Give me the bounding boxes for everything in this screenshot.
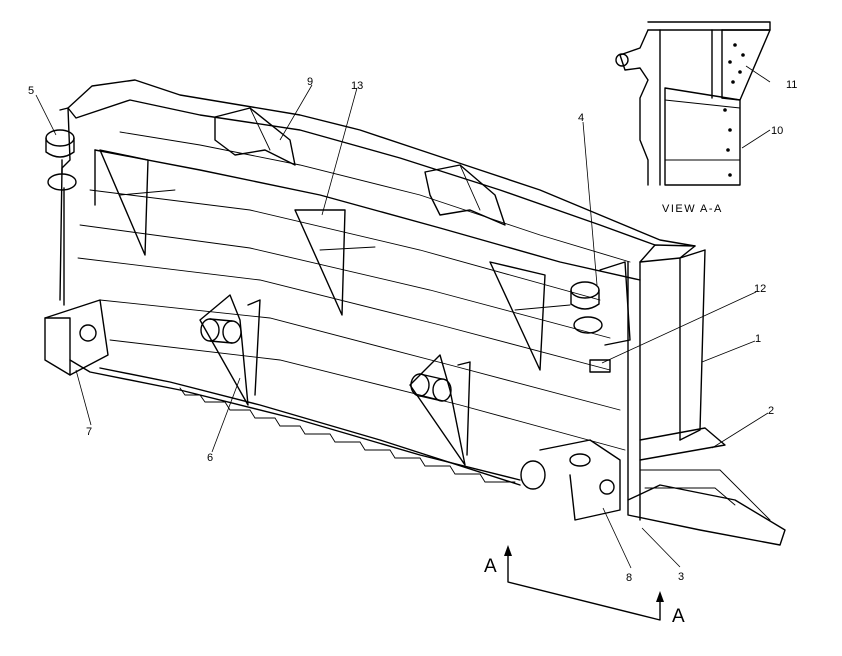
- callout-1: 1: [755, 333, 761, 345]
- front-rib: [489, 261, 571, 371]
- blade-body: [59, 79, 786, 546]
- lift-bracket: [199, 294, 261, 406]
- callout-6: 6: [207, 452, 213, 464]
- section-letter-a: A: [672, 606, 685, 627]
- section-line-a-a: A A: [484, 545, 685, 627]
- view-title: VIEW A-A: [662, 203, 723, 215]
- back-brace-right: [424, 164, 506, 226]
- callout-7: 7: [86, 426, 92, 438]
- lift-bracket: [409, 354, 471, 466]
- callout-8: 8: [626, 572, 632, 584]
- front-rib: [99, 149, 176, 256]
- callout-4: 4: [578, 112, 584, 124]
- left-trunnion: [44, 129, 109, 376]
- callout-9: 9: [307, 76, 313, 88]
- leader-lines: [35, 65, 771, 569]
- section-letter-a: A: [484, 556, 497, 577]
- right-trunnion: [570, 261, 631, 346]
- back-brace-left: [214, 107, 296, 166]
- view-a-a-inset: VIEW A-A: [615, 21, 771, 215]
- decal-plate: [589, 359, 611, 373]
- pin: [200, 318, 242, 344]
- callout-11: 11: [786, 79, 797, 91]
- callout-13: 13: [351, 80, 363, 92]
- callout-10: 10: [771, 125, 783, 137]
- callout-3: 3: [678, 571, 684, 583]
- pin: [410, 373, 452, 402]
- bottom-trunnion: [520, 439, 621, 521]
- callout-5: 5: [28, 85, 34, 97]
- front-rib: [294, 209, 376, 316]
- callout-2: 2: [768, 405, 774, 417]
- callout-12: 12: [754, 283, 766, 295]
